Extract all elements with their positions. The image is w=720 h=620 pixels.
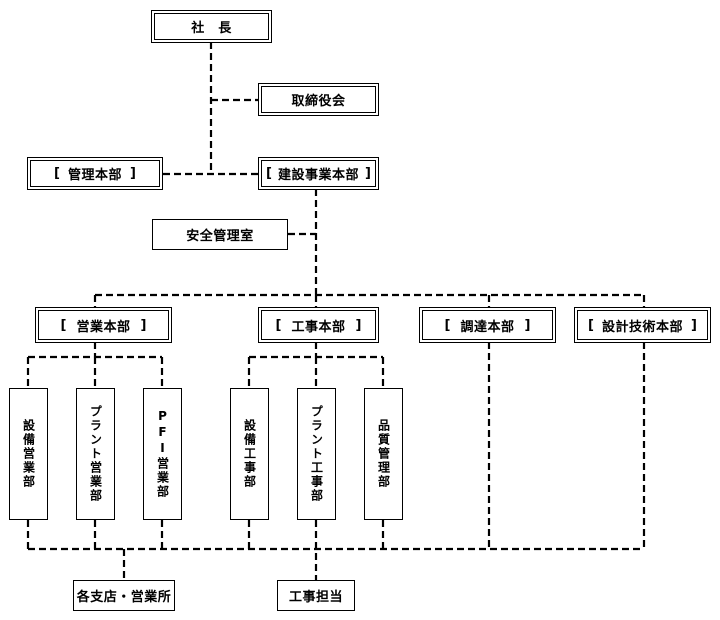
sales-hq-open-bracket: [ (60, 317, 67, 333)
quality-management-dept-box: 品質管理部 (364, 388, 403, 520)
plant-works-dept-label: プラント工事部 (309, 405, 324, 503)
design-hq-box: [ 設計技術本部 ] (574, 307, 711, 343)
works-hq-close-bracket: ] (355, 317, 362, 333)
branches-label: 各支店・営業所 (76, 590, 172, 605)
equipment-works-dept-box: 設備工事部 (230, 388, 269, 520)
design-hq-open-bracket: [ (588, 317, 594, 333)
sales-hq-label: 営業本部 (76, 319, 131, 335)
procurement-hq-open-bracket: [ (444, 317, 451, 333)
equipment-sales-dept-box: 設備営業部 (9, 388, 48, 520)
equipment-works-dept-label: 設備工事部 (242, 419, 257, 489)
safety-office-box: 安全管理室 (152, 219, 288, 250)
president-box: 社 長 (151, 10, 272, 43)
equipment-sales-dept-label: 設備営業部 (21, 419, 36, 489)
safety-office-label: 安全管理室 (186, 229, 254, 244)
pfi-sales-dept-box: PFI営業部 (143, 388, 182, 520)
design-hq-label: 設計技術本部 (601, 319, 683, 335)
management-hq-label: 管理本部 (67, 168, 122, 183)
works-staff-box: 工事担当 (277, 580, 355, 611)
procurement-hq-box: [ 調達本部 ] (419, 307, 556, 343)
management-hq-box: [ 管理本部 ] (27, 157, 163, 190)
sales-hq-box: [ 営業本部 ] (35, 307, 172, 343)
management-hq-close-bracket: ] (130, 166, 136, 181)
plant-works-dept-box: プラント工事部 (297, 388, 336, 520)
works-hq-label: 工事本部 (291, 319, 346, 335)
sales-hq-close-bracket: ] (140, 317, 147, 333)
pfi-sales-dept-label: PFI営業部 (155, 409, 170, 499)
procurement-hq-close-bracket: ] (524, 317, 531, 333)
works-hq-box: [ 工事本部 ] (258, 307, 379, 343)
president-label: 社 長 (191, 21, 232, 36)
board-label: 取締役会 (291, 94, 346, 109)
construction-hq-box: [ 建設事業本部 ] (258, 157, 379, 190)
procurement-hq-label: 調達本部 (460, 319, 515, 335)
construction-hq-close-bracket: ] (365, 166, 371, 181)
management-hq-open-bracket: [ (54, 166, 60, 181)
plant-sales-dept-box: プラント営業部 (76, 388, 115, 520)
plant-sales-dept-label: プラント営業部 (88, 405, 103, 503)
branches-box: 各支店・営業所 (73, 580, 175, 611)
construction-hq-open-bracket: [ (266, 166, 272, 181)
construction-hq-label: 建設事業本部 (277, 168, 359, 183)
works-hq-open-bracket: [ (275, 317, 282, 333)
quality-management-dept-label: 品質管理部 (376, 419, 391, 489)
design-hq-close-bracket: ] (691, 317, 697, 333)
board-box: 取締役会 (258, 83, 379, 116)
works-staff-label: 工事担当 (288, 590, 343, 605)
